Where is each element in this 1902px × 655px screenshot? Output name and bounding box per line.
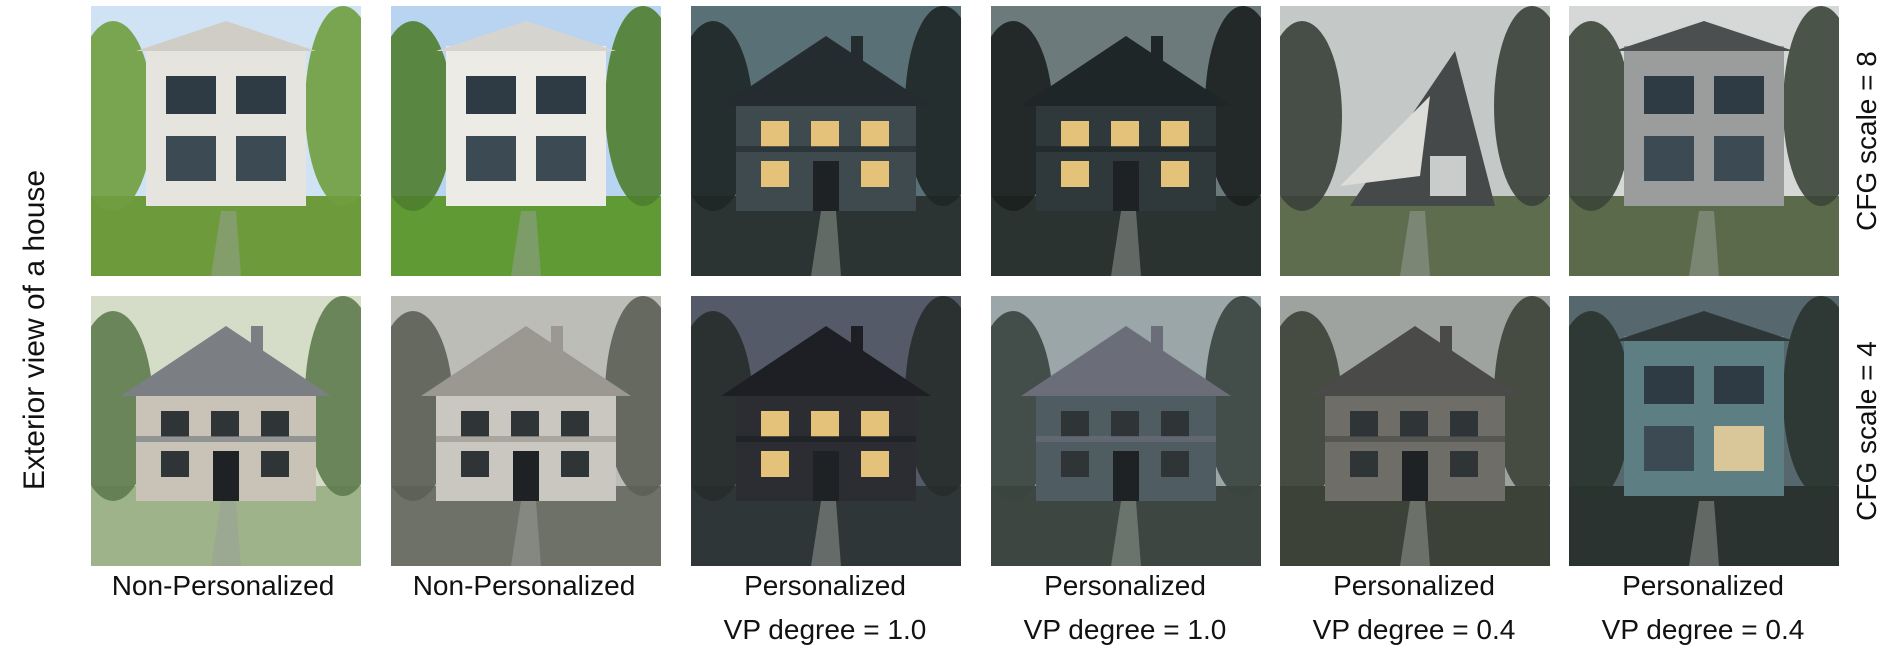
caption-subtitle: VP degree = 0.4 (1312, 614, 1516, 645)
column-caption: Non-Personalized (364, 564, 684, 608)
row-label: Exterior view of a house (18, 169, 51, 491)
column-caption: Non-Personalized (63, 564, 383, 608)
house-picture (91, 6, 361, 276)
house-picture (91, 296, 361, 566)
house-picture (1569, 296, 1839, 566)
house-image (991, 6, 1261, 276)
house-picture (991, 6, 1261, 276)
house-image (691, 296, 961, 566)
caption-title: Personalized (1333, 570, 1495, 601)
house-image (1569, 296, 1839, 566)
row-scale-label: CFG scale = 8 (1851, 51, 1882, 231)
house-image (91, 6, 361, 276)
column-caption: Personalized VP degree = 1.0 (965, 564, 1285, 652)
house-picture (691, 296, 961, 566)
caption-subtitle: VP degree = 0.4 (1601, 614, 1805, 645)
row-scale-bottom: CFG scale = 4 (1832, 296, 1902, 566)
house-picture (691, 6, 961, 276)
row-scale-label: CFG scale = 4 (1851, 341, 1882, 521)
house-image (1280, 296, 1550, 566)
house-picture (391, 296, 661, 566)
column-caption: Personalized VP degree = 0.4 (1543, 564, 1863, 652)
house-picture (991, 296, 1261, 566)
house-image (391, 6, 661, 276)
caption-title: Non-Personalized (412, 570, 636, 601)
house-image (1280, 6, 1550, 276)
row-label-container: Exterior view of a house (0, 0, 70, 580)
caption-title: Non-Personalized (111, 570, 335, 601)
house-picture (391, 6, 661, 276)
house-image (1569, 6, 1839, 276)
caption-title: Personalized (744, 570, 906, 601)
row-scale-top: CFG scale = 8 (1832, 6, 1902, 276)
house-image (991, 296, 1261, 566)
caption-subtitle: VP degree = 1.0 (723, 614, 927, 645)
house-picture (1280, 296, 1550, 566)
house-picture (1280, 6, 1550, 276)
house-image (391, 296, 661, 566)
column-caption: Personalized VP degree = 0.4 (1254, 564, 1574, 652)
house-picture (1569, 6, 1839, 276)
house-image (91, 296, 361, 566)
caption-title: Personalized (1044, 570, 1206, 601)
caption-subtitle: VP degree = 1.0 (1023, 614, 1227, 645)
house-image (691, 6, 961, 276)
column-caption: Personalized VP degree = 1.0 (665, 564, 985, 652)
caption-title: Personalized (1622, 570, 1784, 601)
